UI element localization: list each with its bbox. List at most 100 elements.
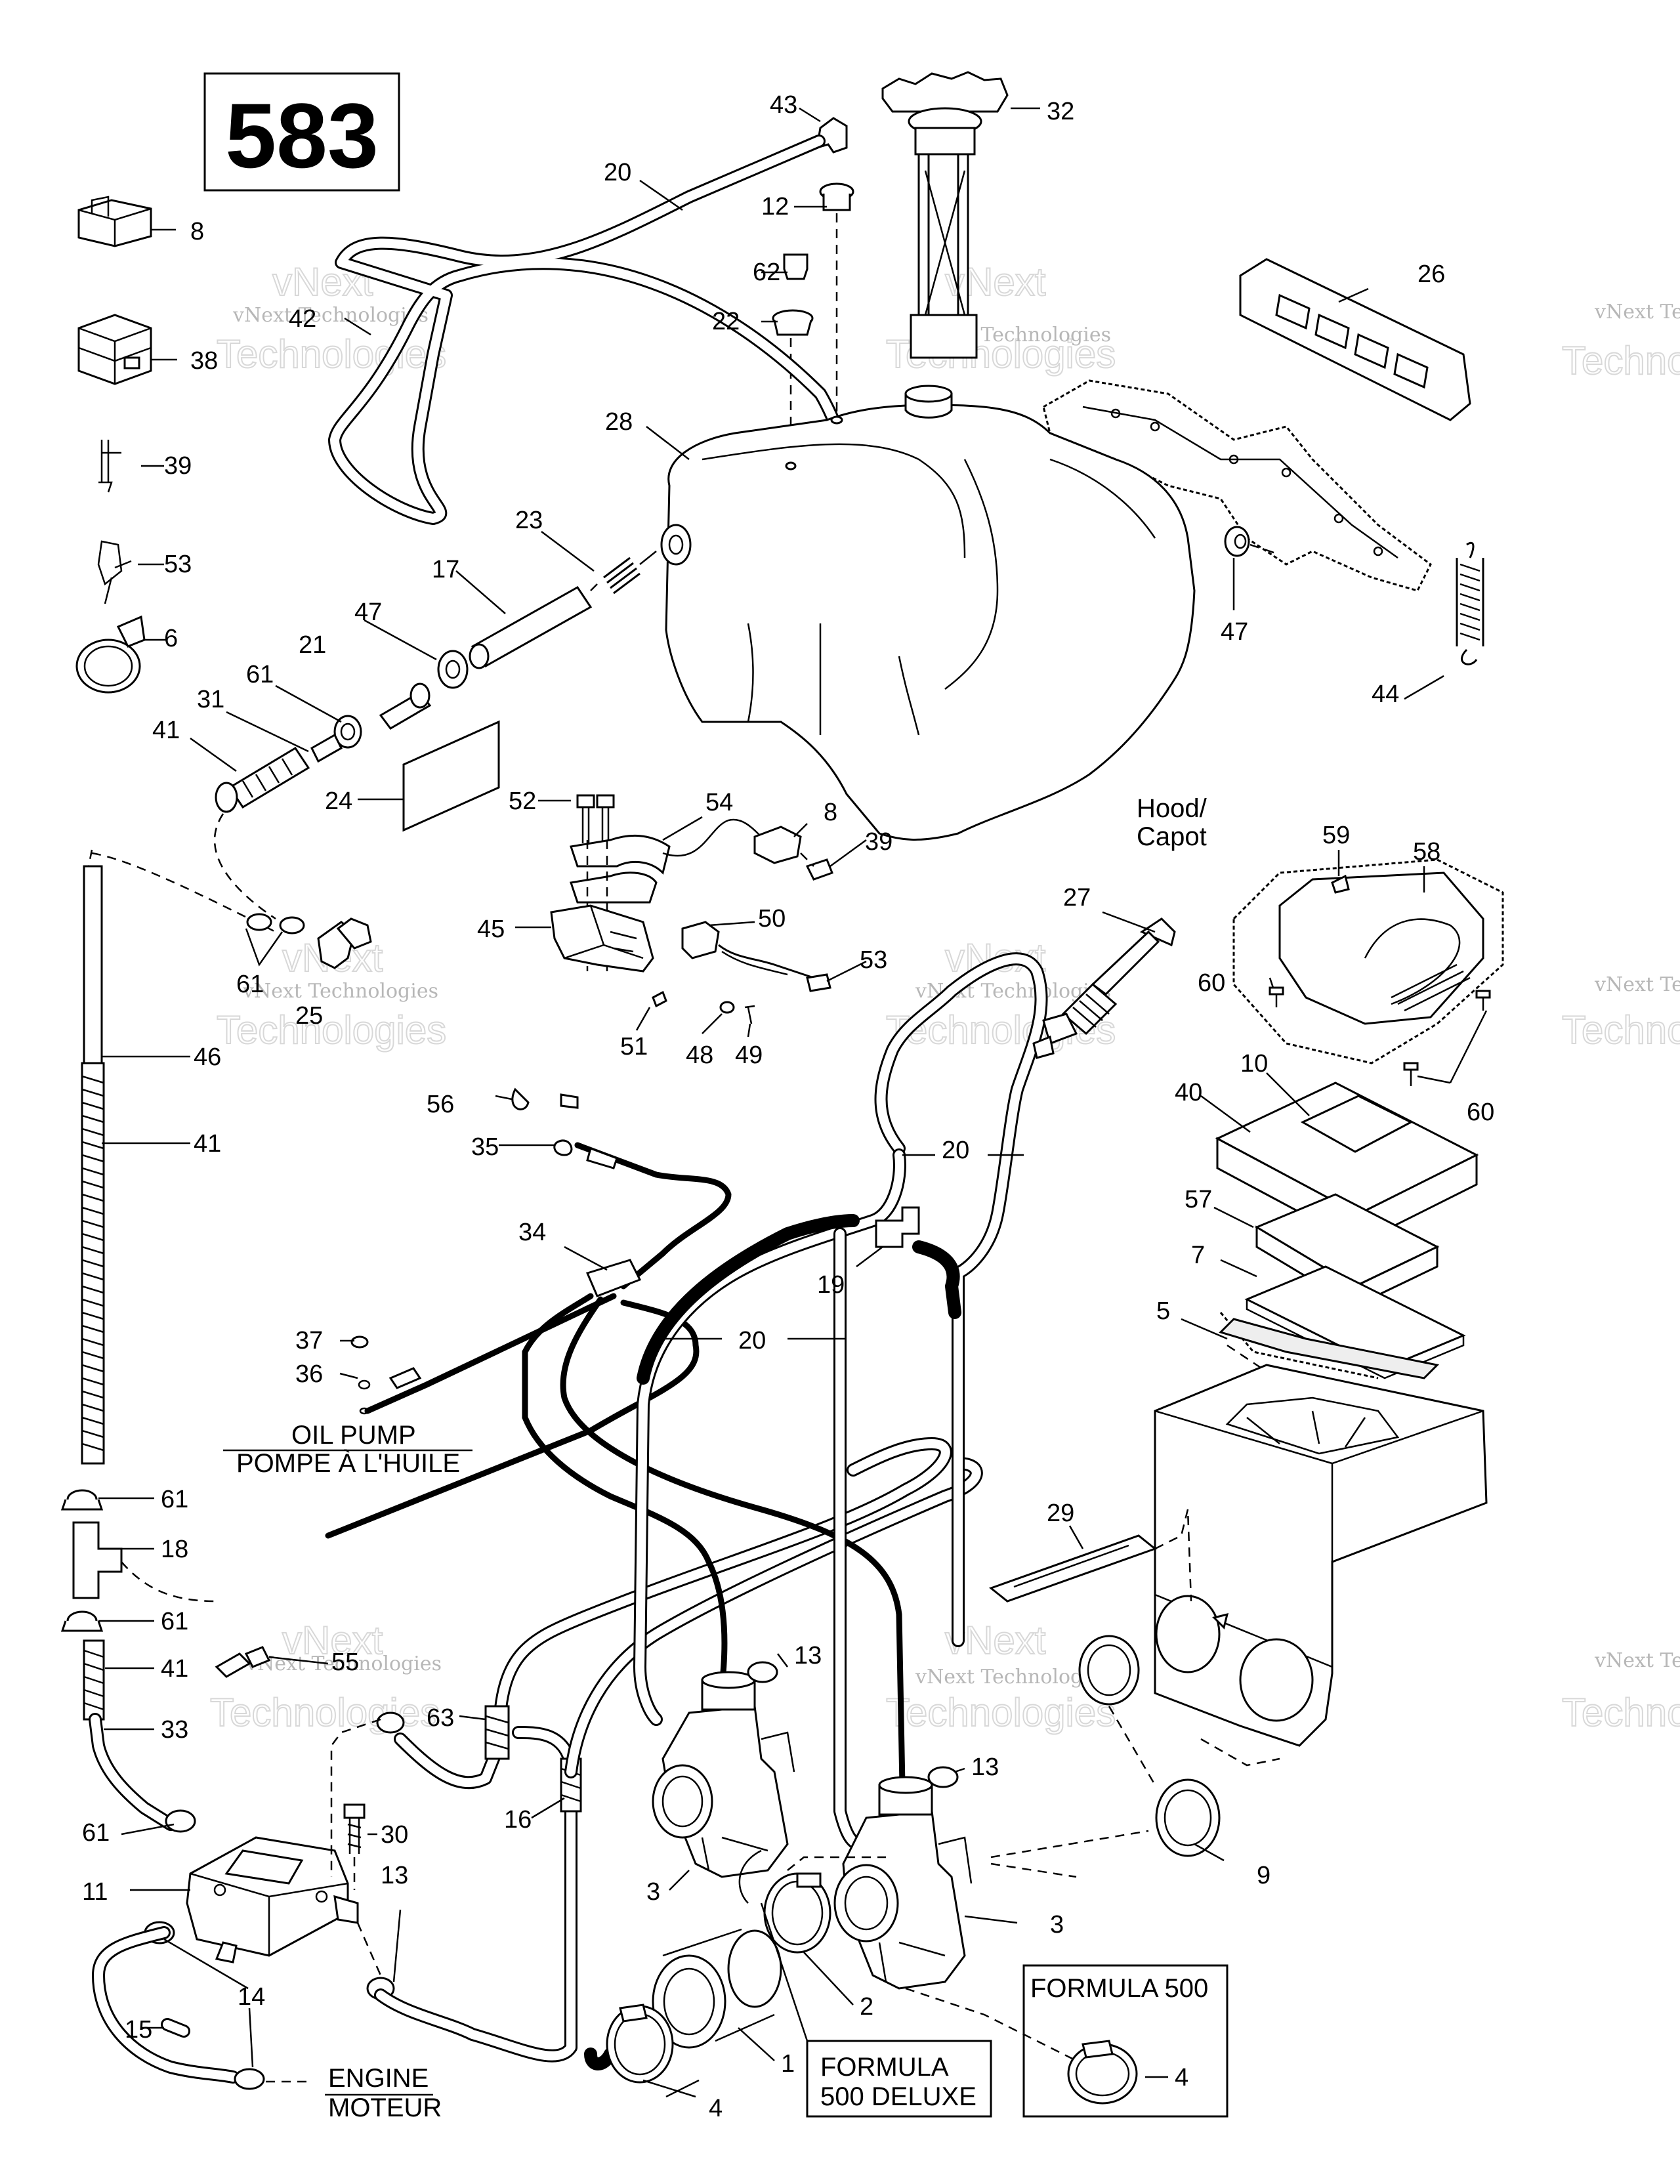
- callout: 59: [1322, 822, 1350, 849]
- washer-48: [719, 1001, 735, 1014]
- callout: 9: [1257, 1862, 1270, 1889]
- callout: 61: [161, 1608, 188, 1635]
- screw-60-a: [1269, 986, 1284, 1007]
- label-hood: Hood/: [1137, 794, 1208, 823]
- terminal-53: [97, 540, 132, 604]
- fuel-sender-32: [881, 71, 1009, 359]
- callout: 36: [295, 1360, 323, 1388]
- fuel-tank-28: [660, 385, 1196, 841]
- callout: 20: [604, 159, 631, 186]
- callout: 53: [164, 551, 192, 578]
- callout: 6: [164, 625, 178, 652]
- label-formula-deluxe-1: FORMULA: [820, 2053, 949, 2082]
- connector-8-mid: [753, 826, 802, 864]
- spring-41-top: [215, 746, 310, 813]
- grommet-47-left: [437, 650, 469, 689]
- clamp-13-upper: [747, 1661, 778, 1683]
- clip-37: [350, 1335, 369, 1349]
- callout: 19: [817, 1271, 845, 1299]
- tank-bracket: [1042, 379, 1432, 592]
- callout: 44: [1372, 681, 1399, 708]
- callout: 7: [1191, 1242, 1205, 1269]
- callout: 17: [432, 556, 459, 583]
- watermark-edge: vNext Te: [1594, 301, 1680, 324]
- callout: 3: [1050, 1911, 1064, 1939]
- plug-62: [783, 253, 808, 280]
- callout: 60: [1467, 1099, 1494, 1126]
- callout: 21: [299, 631, 326, 659]
- clamp-61-pump: [165, 1809, 196, 1833]
- label-capot: Capot: [1137, 822, 1207, 851]
- page-number-box: 583: [203, 72, 400, 192]
- watermark-small: vNext Technologies: [232, 304, 429, 327]
- watermark-edge: Technolo: [1562, 339, 1680, 383]
- callout: 26: [1418, 261, 1445, 288]
- formula-500-box: [1022, 1964, 1228, 2118]
- terminal-39: [98, 440, 121, 493]
- oil-fitting-56: [511, 1087, 618, 1169]
- junction-34: [585, 1259, 642, 1297]
- clamp-13-right: [927, 1766, 959, 1788]
- callout: 1: [781, 2050, 795, 2078]
- callout: 47: [1221, 618, 1248, 646]
- callout: 45: [477, 915, 505, 943]
- adapter-1: [652, 1928, 782, 2049]
- callout: 13: [794, 1642, 822, 1670]
- callout: 29: [1047, 1500, 1074, 1527]
- callout: 52: [509, 788, 536, 815]
- callout: 4: [709, 2095, 723, 2122]
- callout: 43: [770, 91, 797, 119]
- watermark-big: vNext: [282, 1618, 383, 1662]
- hose-end-31: [310, 733, 343, 763]
- callout: 46: [194, 1043, 221, 1071]
- callout: 31: [197, 686, 224, 713]
- callout: 20: [738, 1327, 766, 1354]
- callout: 47: [354, 598, 382, 626]
- callout: 12: [761, 193, 789, 220]
- callout: 30: [381, 1821, 408, 1849]
- watermark-small: vNext Technologies: [915, 1666, 1111, 1689]
- grommet-12: [819, 182, 854, 211]
- watermark-edge: vNext Te: [1594, 973, 1680, 996]
- callout: 53: [860, 946, 887, 974]
- silencer-box: [1154, 1364, 1488, 1747]
- label-formula-500: FORMULA 500: [1030, 1974, 1208, 2003]
- spring-41-lower: [83, 1639, 105, 1721]
- callout: 63: [427, 1704, 454, 1732]
- callout: 25: [295, 1002, 323, 1030]
- callout: 51: [620, 1033, 648, 1060]
- callout: 39: [164, 452, 192, 480]
- callout: 50: [758, 905, 786, 933]
- clamp-4-formula: [1067, 2040, 1138, 2105]
- screw-60-b: [1403, 990, 1491, 1086]
- callout-numbers: 43 32 20 12 8 62 26 22 42 38 28 39 23 53…: [82, 91, 1494, 2122]
- callout: 54: [705, 789, 733, 816]
- terminal-39-mid: [805, 858, 833, 881]
- screw-30: [343, 1803, 366, 1854]
- callout: 60: [1198, 969, 1225, 997]
- connector-38: [77, 314, 152, 385]
- spring-44: [1456, 542, 1484, 665]
- callout: 10: [1240, 1050, 1268, 1078]
- callout: 8: [824, 799, 837, 826]
- callout: 11: [82, 1878, 108, 1906]
- callout: 41: [194, 1130, 221, 1158]
- label-24: [402, 720, 500, 832]
- page-number: 583: [225, 84, 379, 187]
- callout: 48: [686, 1041, 713, 1069]
- callout: 33: [161, 1716, 188, 1744]
- label-oil-pump: OIL PUMP: [291, 1421, 416, 1450]
- callout: 39: [865, 828, 892, 856]
- callout: 14: [238, 1983, 265, 2011]
- watermark-big: Technologies: [210, 1690, 440, 1734]
- sensor-50: [681, 921, 831, 992]
- callout: 3: [646, 1878, 660, 1906]
- screen-5: [1219, 1312, 1440, 1379]
- fitting-25: [317, 917, 372, 969]
- callout: 13: [381, 1862, 408, 1889]
- callout: 42: [289, 305, 316, 333]
- formula-deluxe-box: [760, 1902, 992, 2118]
- clamp-2: [763, 1872, 831, 1954]
- callout: 32: [1047, 98, 1074, 125]
